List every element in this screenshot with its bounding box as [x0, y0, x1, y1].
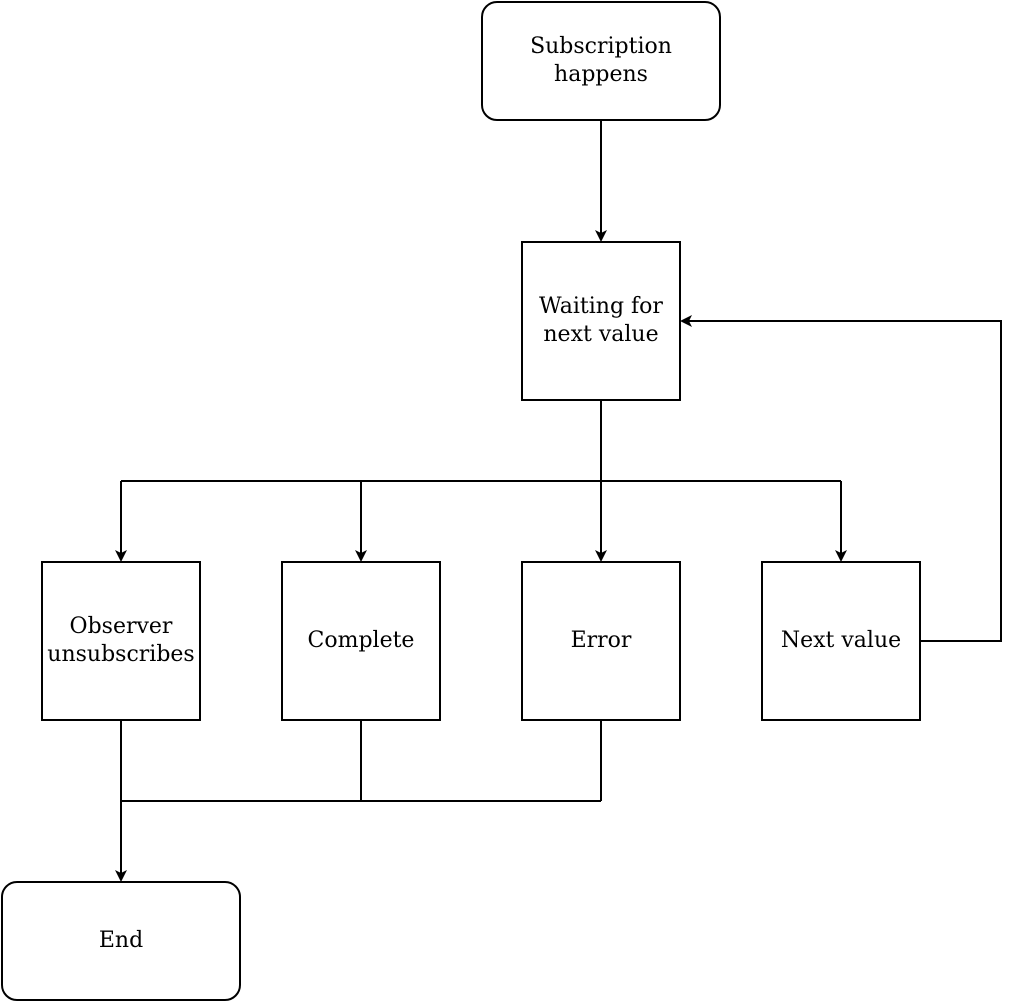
node-error: Error	[521, 561, 681, 721]
loop-next-value-to-waiting	[680, 315, 1002, 642]
node-observer-unsubscribes: Observer unsubscribes	[41, 561, 201, 721]
node-subscription-happens: Subscription happens	[481, 1, 721, 121]
node-next-value: Next value	[761, 561, 921, 721]
node-waiting-for-next-value: Waiting for next value	[521, 241, 681, 401]
node-end: End	[1, 881, 241, 1001]
node-complete: Complete	[281, 561, 441, 721]
